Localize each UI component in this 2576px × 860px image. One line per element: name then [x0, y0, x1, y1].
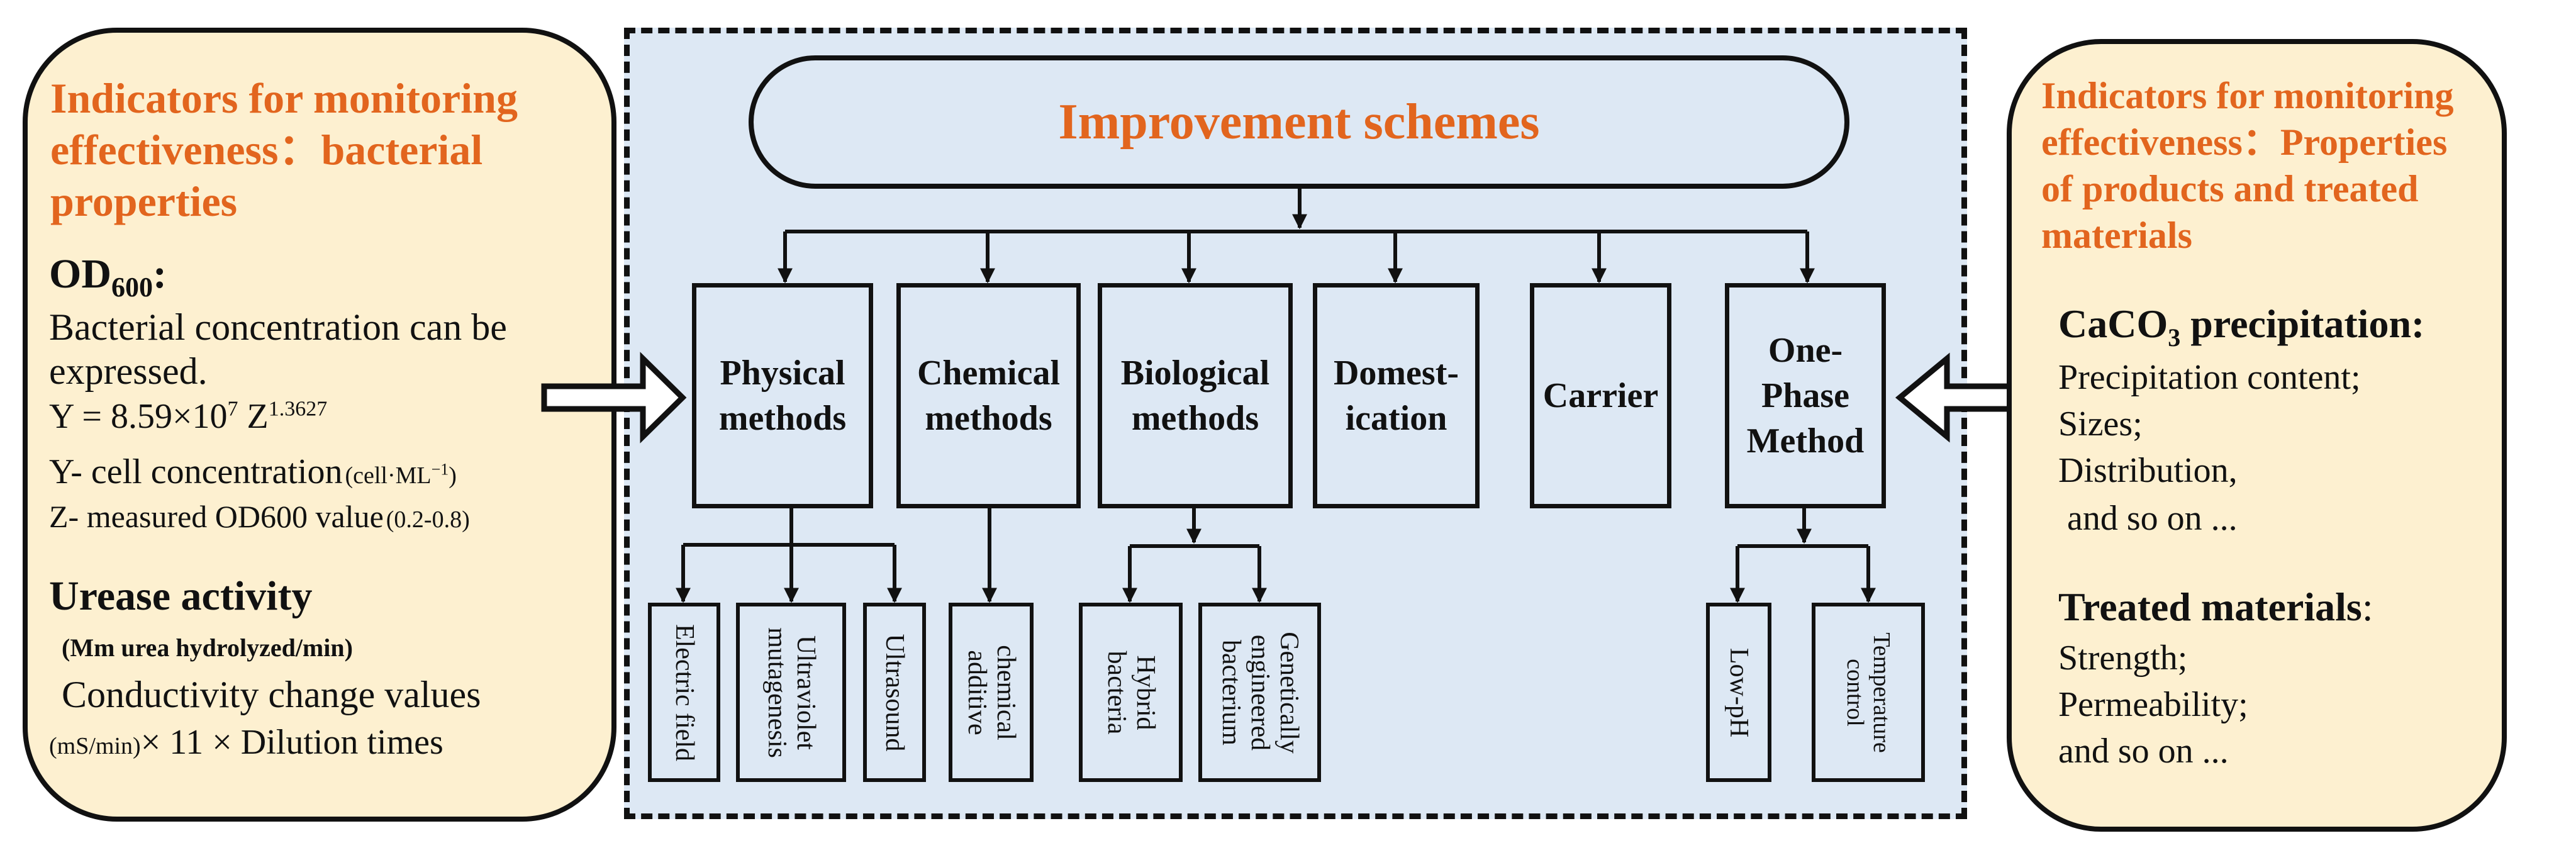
treated-colon: :	[2361, 584, 2373, 629]
urease-unit: (Mm urea hydrolyzed/min)	[62, 634, 353, 662]
formula-prefix: Y = 8.59×10	[49, 397, 228, 436]
y-unit: (cell·ML−1)	[345, 460, 457, 489]
treated-title-text: Treated materials	[2058, 584, 2362, 629]
method-label-chemical: Chemical methods	[917, 354, 1061, 438]
y-unit-text: (cell·ML	[345, 462, 432, 489]
od-subscript: 600	[111, 272, 153, 303]
left-heading-line-3: properties	[50, 177, 238, 225]
left-hollow-arrow	[541, 352, 687, 444]
method-box-domestication: Domest-ication	[1313, 283, 1480, 508]
formula-exp-2: 1.3627	[268, 397, 328, 421]
treated-item-3: and so on ...	[2058, 732, 2229, 771]
method-box-biological: Biological methods	[1098, 283, 1293, 508]
right-indicator-panel	[2007, 39, 2507, 832]
left-heading-line-2: effectiveness：bacterial	[50, 126, 483, 174]
right-heading-line-3: of products and treated	[2041, 168, 2419, 209]
y-definition: Y- cell concentration (cell·ML−1)	[49, 452, 457, 492]
z-def-text: Z- measured OD600 value	[49, 499, 384, 534]
method-box-physical: Physical methods	[692, 283, 873, 508]
y-unit-close: )	[449, 462, 457, 489]
method-box-carrier: Carrier	[1530, 283, 1671, 508]
sub-box-chemical-additive: chemical additive	[949, 603, 1034, 782]
caco3-item-3: Distribution,	[2058, 451, 2238, 490]
sub-box-temperature-control: Temperature control	[1812, 603, 1925, 782]
formula-mid: Z	[238, 397, 269, 436]
left-indicator-panel	[23, 28, 616, 822]
left-heading-line-1: Indicators for monitoring	[50, 74, 518, 122]
method-label-domestication: Domest-ication	[1333, 354, 1459, 438]
left-panel-heading: Indicators for monitoring effectiveness：…	[50, 72, 604, 227]
od-formula: Y = 8.59×107 Z1.3627	[49, 396, 327, 437]
sub-box-ultrasound: Ultrasound	[863, 603, 926, 782]
sub-box-genetically-engineered: Genetically engineered bacterium	[1198, 603, 1321, 782]
method-box-one-phase: One-Phase Method	[1725, 283, 1886, 508]
method-box-chemical: Chemical methods	[896, 283, 1081, 508]
caco3-item-1: Precipitation content;	[2058, 358, 2361, 397]
right-heading-line-4: materials	[2041, 215, 2192, 256]
caco3-suffix: precipitation:	[2180, 301, 2425, 346]
method-label-biological: Biological methods	[1120, 354, 1270, 438]
caco3-subscript: 3	[2168, 323, 2181, 352]
od-desc-line-1: Bacterial concentration can be	[49, 306, 507, 348]
method-label-physical: Physical methods	[718, 354, 847, 438]
improvement-schemes-title-box: Improvement schemes	[749, 55, 1849, 189]
right-panel-heading: Indicators for monitoring effectiveness：…	[2041, 72, 2538, 259]
treated-materials-title: Treated materials:	[2058, 584, 2373, 630]
urease-desc-2-text: × 11 × Dilution times	[140, 723, 443, 762]
treated-item-1: Strength;	[2058, 639, 2188, 678]
right-heading-line-2: effectiveness：Properties	[2041, 121, 2448, 163]
urease-unit-small: (mS/min)	[49, 733, 141, 759]
od-colon: :	[153, 251, 167, 297]
y-def-text: Y- cell concentration	[49, 452, 343, 491]
z-definition: Z- measured OD600 value (0.2-0.8)	[49, 498, 470, 535]
improvement-schemes-title: Improvement schemes	[1058, 94, 1540, 150]
treated-item-2: Permeability;	[2058, 685, 2248, 724]
caco3-item-2: Sizes;	[2058, 405, 2143, 444]
method-label-one-phase: One-Phase Method	[1746, 331, 1865, 461]
od-text: OD	[49, 251, 111, 297]
urease-desc-line-2: (mS/min)× 11 × Dilution times	[49, 722, 443, 762]
urease-activity-title: Urease activity	[49, 573, 313, 619]
caco3-item-4: and so on ...	[2058, 499, 2238, 538]
z-range: (0.2-0.8)	[386, 506, 470, 533]
sub-box-low-ph: Low-pH	[1706, 603, 1771, 782]
urease-desc-line-1: Conductivity change values	[62, 674, 481, 715]
y-unit-exp: −1	[431, 460, 449, 479]
formula-exp-1: 7	[227, 397, 238, 421]
caco3-precipitation-title: CaCO3 precipitation:	[2058, 301, 2424, 352]
right-heading-line-1: Indicators for monitoring	[2041, 75, 2454, 116]
od600-label: OD600:	[49, 250, 167, 303]
method-label-carrier: Carrier	[1542, 376, 1659, 415]
caco3-prefix: CaCO	[2058, 301, 2168, 346]
sub-box-electric-field: Electric field	[648, 603, 720, 782]
sub-box-hybrid-bacteria: Hybrid bacteria	[1079, 603, 1183, 782]
od-desc-line-2: expressed.	[49, 350, 208, 392]
sub-box-ultraviolet-mutagenesis: Ultraviolet mutagenesis	[736, 603, 846, 782]
